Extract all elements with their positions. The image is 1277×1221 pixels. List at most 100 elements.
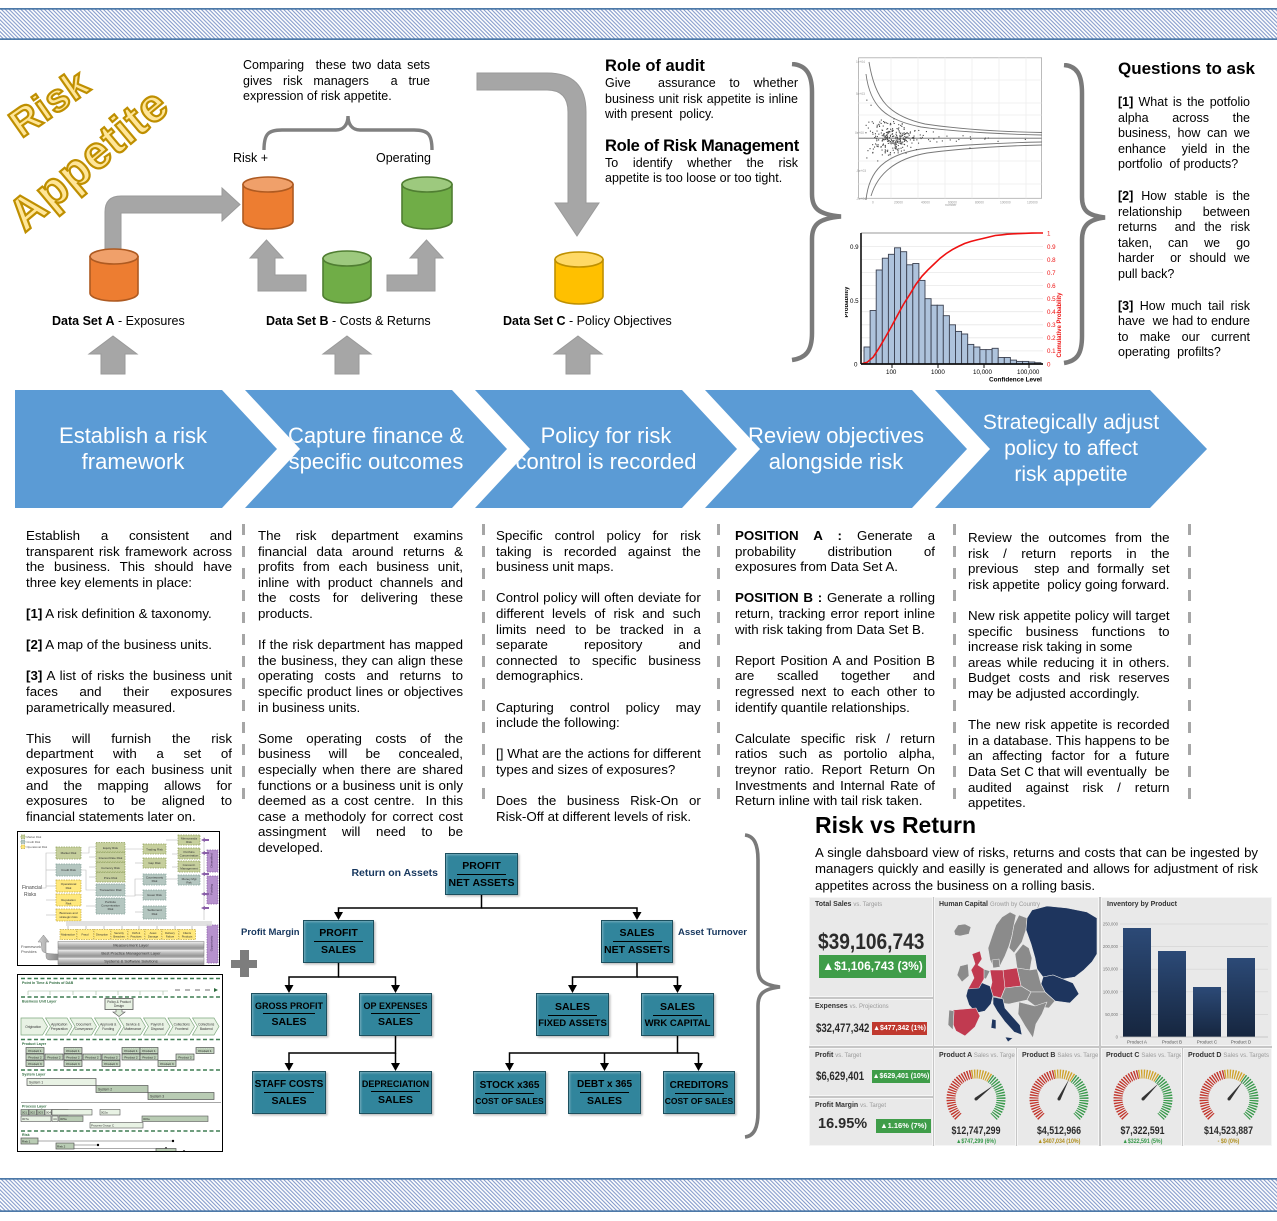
svg-text:Application: Application: [51, 1023, 67, 1027]
svg-text:-1e+04: -1e+04: [856, 197, 866, 201]
svg-text:Memoranda: Memoranda: [181, 837, 197, 841]
svg-text:Product 1: Product 1: [198, 1049, 212, 1053]
svg-text:006a: 006a: [143, 1117, 150, 1121]
svg-text:Maitenance: Maitenance: [124, 1027, 141, 1031]
svg-text:Asset: Asset: [150, 931, 157, 935]
svg-text:10,000: 10,000: [973, 369, 992, 376]
svg-text:Disruption: Disruption: [96, 933, 109, 937]
svg-text:Product D: Product D: [1231, 1040, 1252, 1045]
svg-text:0e+00: 0e+00: [855, 131, 864, 135]
svg-text:0.3: 0.3: [1047, 322, 1056, 329]
svg-text:50,000: 50,000: [1105, 1012, 1118, 1017]
svg-text:Reputation: Reputation: [61, 898, 76, 902]
svg-text:Risk: Risk: [66, 886, 72, 890]
svg-text:Product 3: Product 3: [66, 1062, 80, 1066]
svg-text:Probability: Probability: [845, 286, 850, 318]
svg-text:System 1: System 1: [29, 1081, 43, 1085]
svg-text:100: 100: [886, 369, 897, 376]
svg-text:Concentration: Concentration: [180, 854, 199, 858]
svg-text:Risk: Risk: [186, 840, 192, 844]
svg-text:Service &: Service &: [126, 1023, 141, 1027]
svg-text:0.4: 0.4: [1047, 309, 1056, 316]
svg-text:Business Unit Layer: Business Unit Layer: [22, 1000, 57, 1004]
svg-text:Conveyance: Conveyance: [75, 1027, 93, 1031]
svg-text:Fraud: Fraud: [81, 933, 89, 937]
svg-text:Systems & Software Solutions: Systems & Software Solutions: [104, 959, 158, 964]
svg-text:Approval &: Approval &: [100, 1023, 117, 1027]
svg-text:001: 001: [22, 1111, 27, 1115]
svg-text:1: 1: [1047, 231, 1051, 238]
svg-text:0: 0: [1047, 362, 1051, 369]
svg-text:Product 2: Product 2: [104, 1055, 118, 1059]
svg-text:Risk: Risk: [152, 879, 158, 883]
svg-text:Payroll &: Payroll &: [151, 1023, 165, 1027]
svg-text:Concentr.: Concentr.: [183, 863, 196, 867]
svg-text:OHS &: OHS &: [132, 931, 141, 935]
svg-text:Product 2: Product 2: [66, 1055, 80, 1059]
svg-text:Product 1: Product 1: [142, 1049, 156, 1053]
svg-text:Products: Products: [182, 935, 193, 939]
svg-text:Risk: Risk: [152, 912, 158, 916]
svg-text:-5e+03: -5e+03: [856, 169, 866, 173]
svg-text:Measurement Layer: Measurement Layer: [113, 943, 149, 948]
svg-text:Risk: Risk: [22, 1133, 30, 1137]
svg-text:Equity Risk: Equity Risk: [103, 846, 119, 850]
svg-text:Settlement: Settlement: [147, 908, 162, 912]
svg-text:5e+03: 5e+03: [856, 92, 865, 96]
svg-text:0: 0: [854, 362, 858, 369]
svg-text:Framework: Framework: [21, 944, 41, 949]
svg-text:Credit Risk: Credit Risk: [27, 840, 41, 844]
svg-text:Security: Security: [114, 931, 124, 935]
svg-text:Market Risk: Market Risk: [61, 851, 77, 855]
svg-text:0.5: 0.5: [850, 298, 859, 305]
svg-text:Financial: Financial: [22, 885, 42, 891]
svg-text:Credit Risk: Credit Risk: [61, 868, 76, 872]
svg-text:Product 3: Product 3: [160, 1062, 174, 1066]
svg-text:Failure: Failure: [166, 935, 175, 939]
svg-text:Gap Risk: Gap Risk: [148, 861, 161, 865]
svg-text:Design: Design: [114, 1004, 124, 1008]
svg-text:Transaction Risk: Transaction Risk: [99, 888, 122, 892]
svg-text:0.2: 0.2: [1047, 335, 1056, 342]
svg-text:Risks: Risks: [24, 892, 37, 898]
svg-text:Disposal: Disposal: [151, 1027, 164, 1031]
svg-text:Diversified: Diversified: [210, 853, 214, 867]
svg-text:Backend: Backend: [200, 1027, 213, 1031]
svg-text:0: 0: [1116, 1035, 1119, 1040]
svg-text:40000: 40000: [921, 201, 930, 205]
svg-text:Risk: Risk: [66, 902, 72, 906]
svg-text:Product 2: Product 2: [178, 1055, 192, 1059]
svg-text:number: number: [945, 203, 957, 206]
svg-text:1e+04: 1e+04: [856, 60, 865, 64]
svg-text:Product Layer: Product Layer: [22, 1042, 47, 1046]
svg-text:100,000: 100,000: [1103, 989, 1119, 994]
svg-text:Currency Risk: Currency Risk: [101, 866, 120, 870]
svg-text:Portfolio: Portfolio: [183, 850, 194, 854]
svg-text:Product 1: Product 1: [66, 1049, 80, 1053]
svg-text:003: 003: [38, 1111, 43, 1115]
svg-text:Operational: Operational: [61, 882, 77, 886]
svg-text:System Layer: System Layer: [22, 1073, 46, 1077]
svg-text:Product 2: Product 2: [142, 1055, 156, 1059]
svg-text:0: 0: [872, 201, 874, 205]
svg-text:Product 2: Product 2: [28, 1055, 42, 1059]
svg-text:Product B: Product B: [1162, 1040, 1182, 1045]
svg-text:Risk 3: Risk 3: [157, 1150, 166, 1152]
svg-text:Clients: Clients: [183, 931, 192, 935]
svg-text:Policy & Product: Policy & Product: [107, 1000, 130, 1004]
svg-text:Issuer Risk: Issuer Risk: [147, 893, 162, 897]
svg-text:Provides: Provides: [21, 949, 37, 954]
svg-text:Malpractice: Malpractice: [61, 933, 75, 937]
svg-text:Confidence Level: Confidence Level: [989, 377, 1042, 384]
svg-text:Product 2: Product 2: [85, 1055, 99, 1059]
svg-text:Risk 1: Risk 1: [22, 1140, 31, 1144]
svg-text:Portfolio: Portfolio: [105, 900, 116, 904]
svg-text:Best Practice Management Layer: Best Practice Management Layer: [101, 951, 161, 956]
svg-text:Damage: Damage: [148, 935, 159, 939]
svg-text:004a: 004a: [46, 1111, 53, 1115]
svg-text:Preparation: Preparation: [51, 1027, 68, 1031]
svg-text:Trading Risk: Trading Risk: [146, 848, 163, 852]
svg-text:System 2: System 2: [98, 1088, 112, 1092]
svg-text:0.1: 0.1: [1047, 348, 1056, 355]
svg-text:Process Group C: Process Group C: [91, 1124, 115, 1128]
